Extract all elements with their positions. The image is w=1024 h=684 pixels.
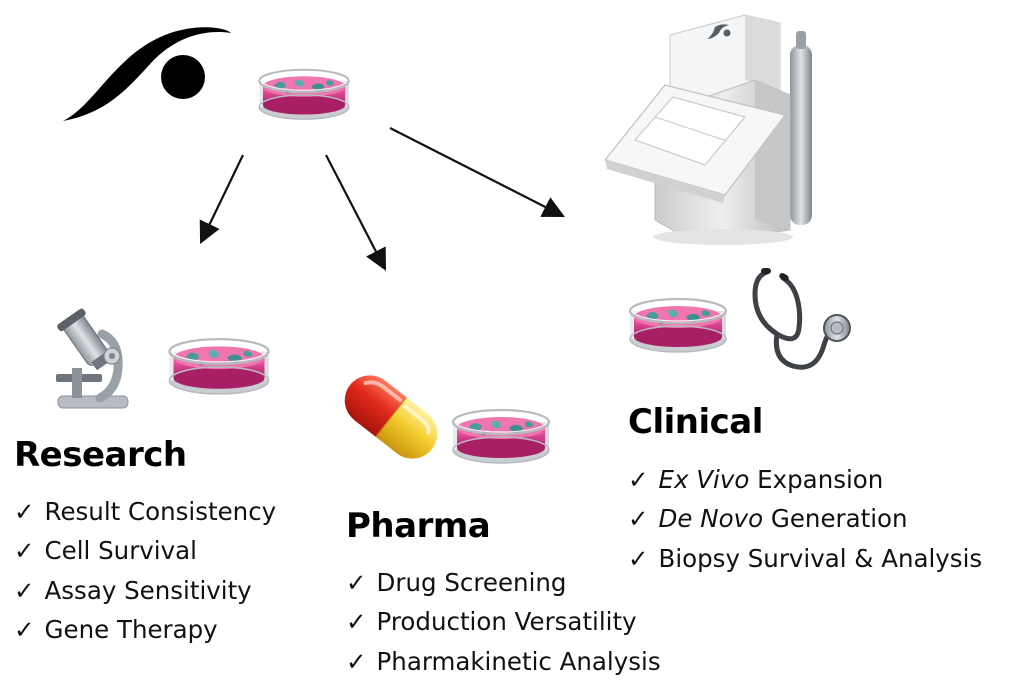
list-item: ✓Ex Vivo Expansion [628, 460, 982, 499]
check-icon: ✓ [346, 607, 367, 637]
pharma-list: ✓Drug Screening ✓Production Versatility … [346, 563, 661, 681]
pharma-title: Pharma [346, 506, 491, 546]
research-title: Research [14, 435, 187, 475]
list-item: ✓Gene Therapy [14, 610, 276, 649]
check-icon: ✓ [628, 465, 649, 494]
arrow-icon [389, 127, 565, 217]
check-icon: ✓ [14, 575, 35, 605]
list-item: ✓Cell Survival [14, 531, 276, 570]
microscope-icon [56, 308, 129, 409]
check-icon: ✓ [346, 568, 367, 597]
check-icon: ✓ [628, 543, 649, 573]
petri-dish-icon [449, 406, 553, 466]
medical-scanner-icon [603, 14, 812, 245]
list-item: ✓Drug Screening [346, 563, 661, 602]
list-item: ✓Result Consistency [14, 492, 276, 531]
arrow-icon [325, 154, 387, 271]
list-item: ✓Assay Sensitivity [14, 571, 276, 610]
logo-icon [63, 27, 231, 121]
arrow-icon [199, 154, 244, 244]
capsule-icon [344, 375, 438, 459]
petri-dish-icon [164, 335, 274, 397]
check-icon: ✓ [14, 615, 35, 645]
petri-dish-icon [626, 295, 730, 355]
check-icon: ✓ [346, 646, 367, 676]
check-icon: ✓ [14, 497, 35, 526]
list-item: ✓Production Versatility [346, 602, 661, 641]
list-item: ✓De Novo Generation [628, 499, 982, 538]
list-item: ✓Pharmakinetic Analysis [346, 642, 661, 681]
clinical-list: ✓Ex Vivo Expansion ✓De Novo Generation ✓… [628, 460, 982, 578]
check-icon: ✓ [628, 504, 649, 534]
check-icon: ✓ [14, 536, 35, 566]
stethoscope-icon [752, 268, 851, 370]
clinical-title: Clinical [628, 402, 763, 442]
list-item: ✓Biopsy Survival & Analysis [628, 539, 982, 578]
research-list: ✓Result Consistency ✓Cell Survival ✓Assa… [14, 492, 276, 650]
